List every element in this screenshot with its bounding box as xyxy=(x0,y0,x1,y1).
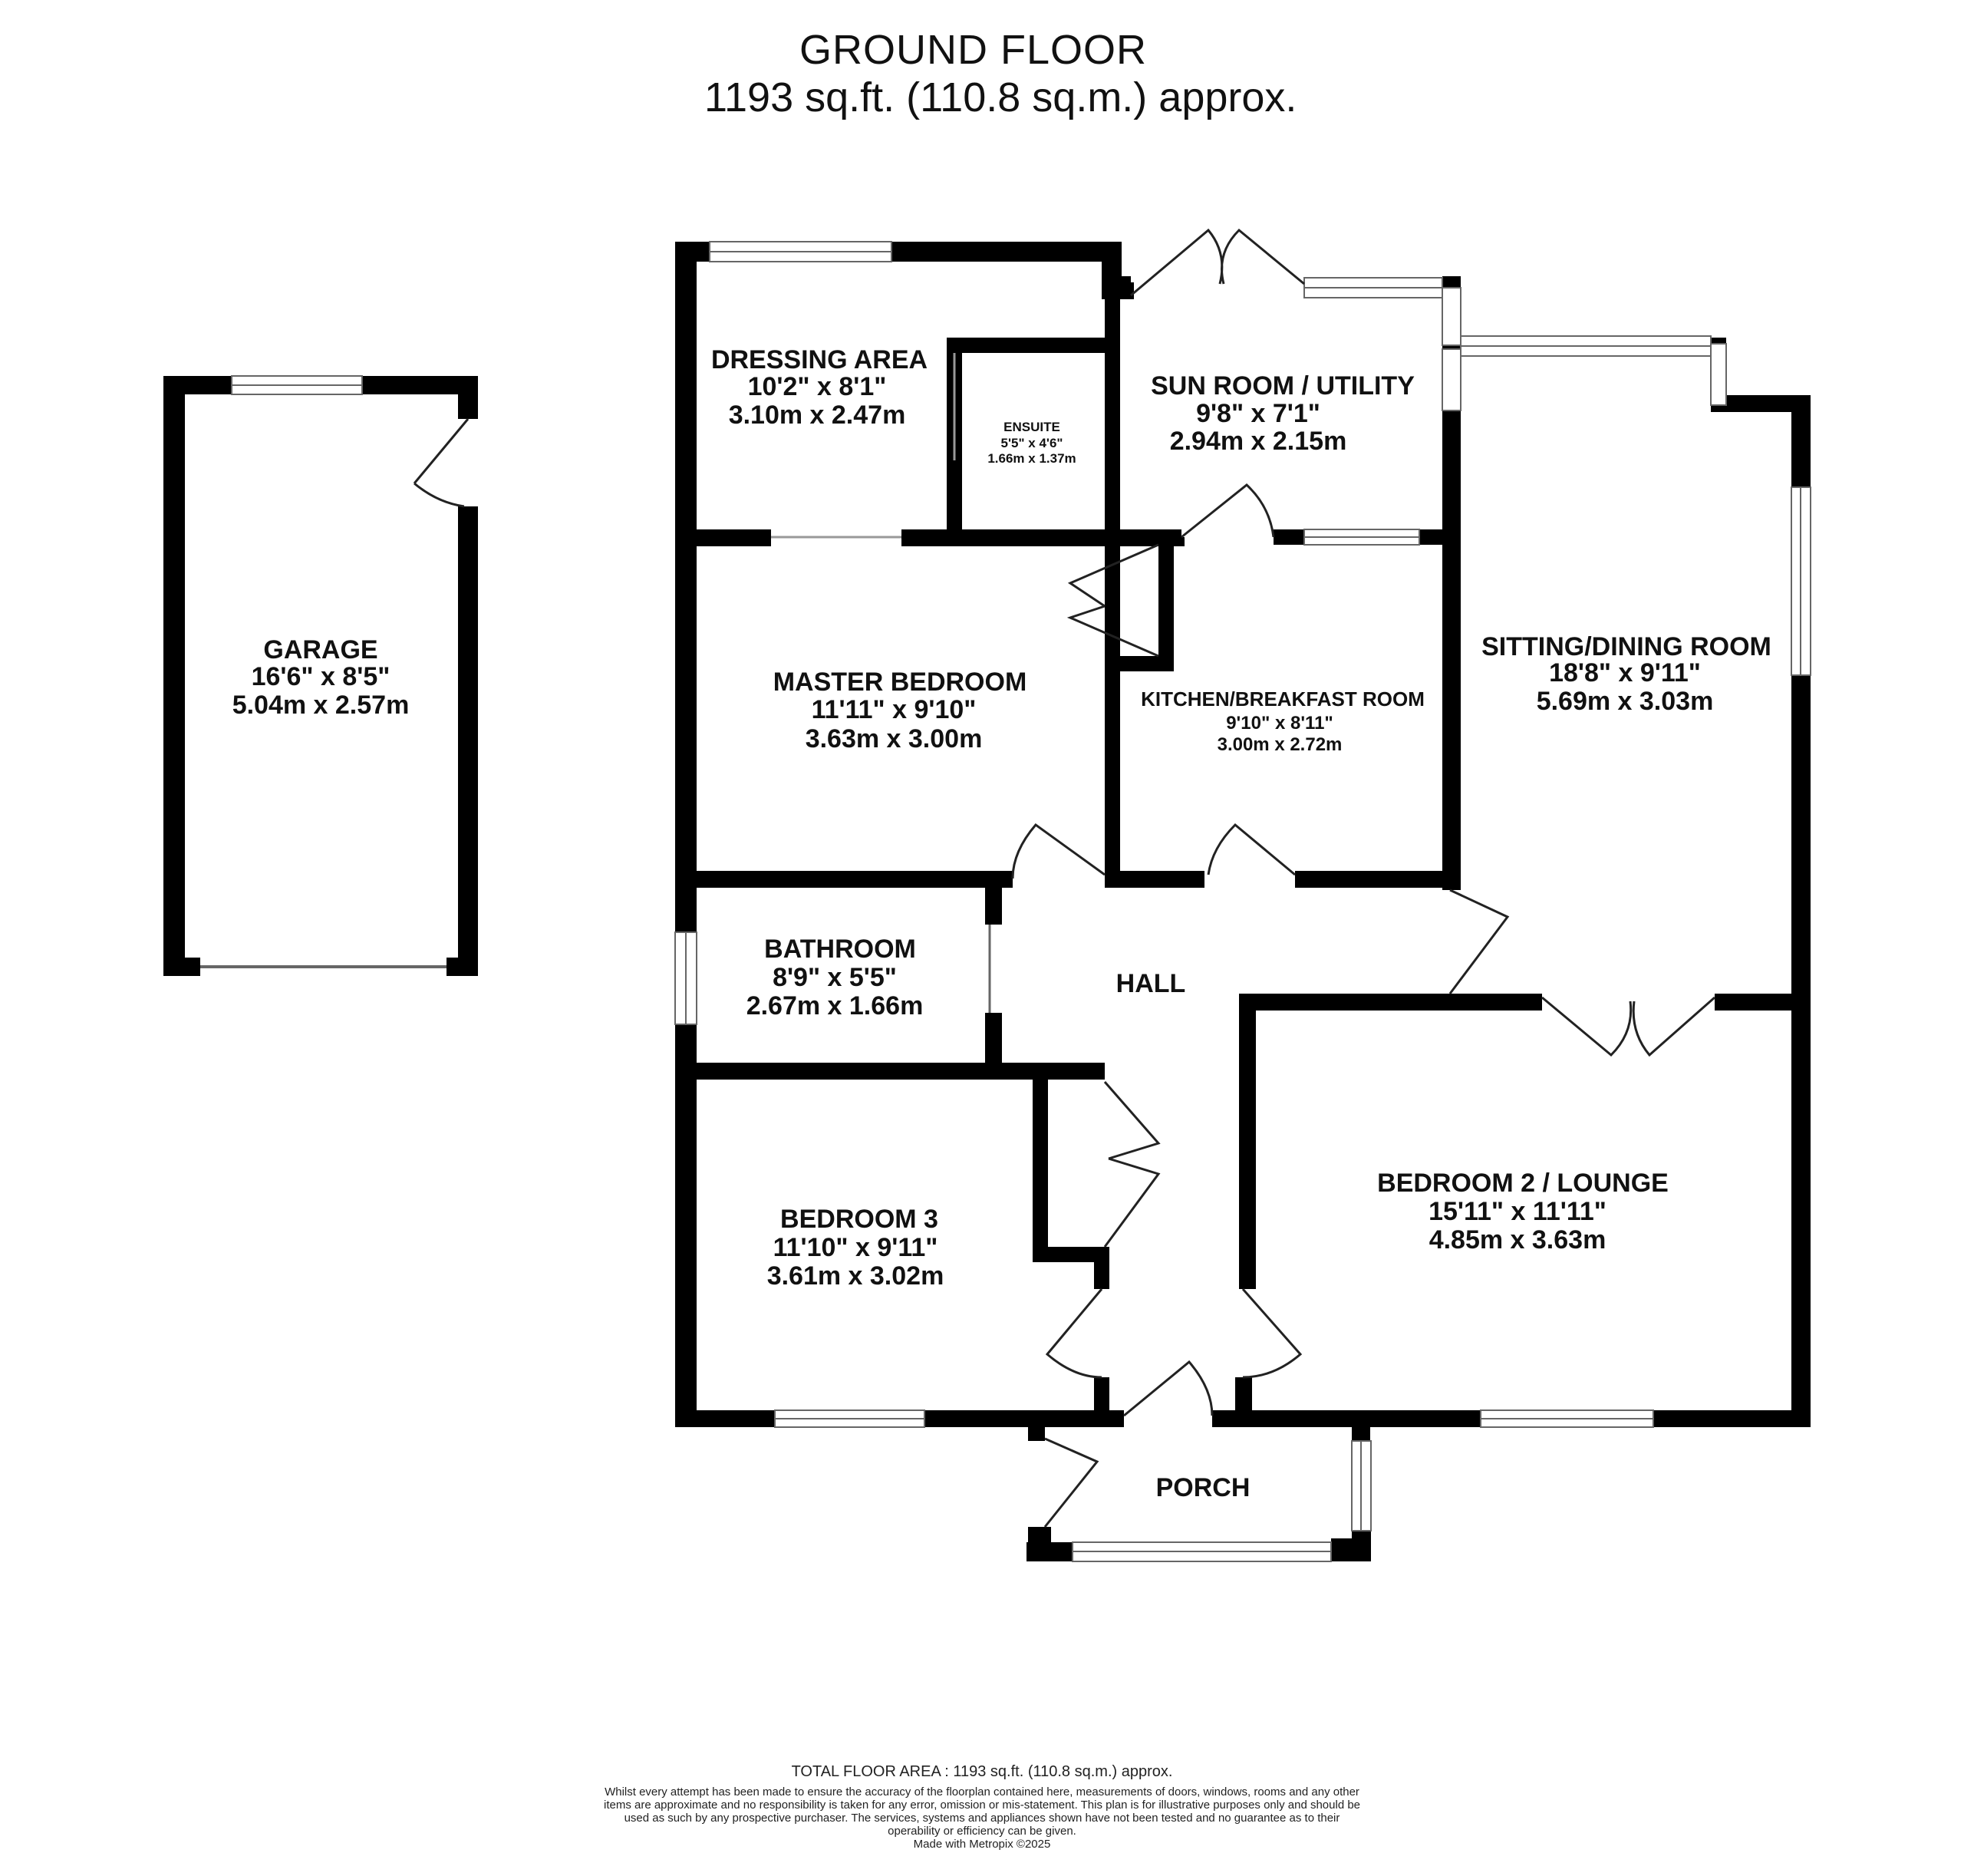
metropix-credit: Made with Metropix ©2025 xyxy=(913,1838,1051,1851)
room-name-sitting: SITTING/DINING ROOM xyxy=(1481,632,1771,661)
wall xyxy=(447,958,478,976)
floor-title: GROUND FLOOR xyxy=(799,27,1148,73)
wall xyxy=(1274,529,1304,545)
door xyxy=(1130,228,1305,297)
door xyxy=(1103,1081,1161,1248)
room-imperial-ensuite: 5'5" x 4'6" xyxy=(1001,436,1063,450)
wall xyxy=(1174,537,1185,546)
wall xyxy=(458,506,478,976)
door xyxy=(1011,823,1106,879)
wall xyxy=(163,958,200,976)
window xyxy=(1710,343,1727,406)
room-metric-bathroom: 2.67m x 1.66m xyxy=(746,991,924,1020)
doors xyxy=(200,228,1715,1528)
wall xyxy=(163,376,185,976)
wall xyxy=(675,871,1013,888)
walls xyxy=(163,242,1811,1561)
wall xyxy=(1105,656,1174,671)
room-metric-bedroom2: 4.85m x 3.63m xyxy=(1429,1225,1606,1255)
room-imperial-master: 11'11" x 9'10" xyxy=(812,695,977,724)
floorplan-header: GROUND FLOOR 1193 sq.ft. (110.8 sq.m.) a… xyxy=(0,23,1964,123)
disclaimer-text: Whilst every attempt has been made to en… xyxy=(603,1785,1361,1838)
room-name-porch: PORCH xyxy=(1156,1473,1251,1502)
wall xyxy=(1715,994,1811,1011)
room-name-master: MASTER BEDROOM xyxy=(773,668,1027,697)
wall xyxy=(1028,1410,1045,1441)
wall xyxy=(675,242,697,1427)
wall xyxy=(901,529,1181,546)
room-imperial-garage: 16'6" x 8'5" xyxy=(252,662,390,691)
wall xyxy=(1212,1410,1481,1427)
wall xyxy=(924,1410,1124,1427)
wall xyxy=(675,1410,775,1427)
wall xyxy=(1105,299,1120,541)
room-metric-sunroom: 2.94m x 2.15m xyxy=(1170,427,1347,456)
room-imperial-bedroom2: 15'11" x 11'11" xyxy=(1429,1197,1606,1226)
floor-area-subtitle: 1193 sq.ft. (110.8 sq.m.) approx. xyxy=(704,74,1297,120)
wall xyxy=(1711,395,1811,412)
door xyxy=(1541,996,1715,1057)
room-name-dressing: DRESSING AREA xyxy=(711,345,928,374)
room-name-kitchen: KITCHEN/BREAKFAST ROOM xyxy=(1141,687,1425,711)
room-metric-sitting: 5.69m x 3.03m xyxy=(1537,687,1714,716)
door xyxy=(1043,1437,1099,1528)
wall xyxy=(1033,1247,1109,1262)
wall xyxy=(1094,1247,1109,1289)
wall xyxy=(985,879,1002,925)
room-metric-garage: 5.04m x 2.57m xyxy=(232,691,410,720)
room-metric-master: 3.63m x 3.00m xyxy=(806,724,983,753)
wall xyxy=(1239,994,1256,1289)
door xyxy=(1448,889,1510,994)
wall xyxy=(1239,994,1542,1011)
room-labels: GARAGE 16'6" x 8'5" 5.04m x 2.57m DRESSI… xyxy=(232,345,1771,1502)
room-name-sunroom: SUN ROOM / UTILITY xyxy=(1151,371,1415,401)
windows xyxy=(231,241,1811,1562)
wall xyxy=(1026,1542,1073,1561)
door xyxy=(1123,1360,1214,1417)
wall xyxy=(1352,1410,1370,1441)
floorplan-footer: TOTAL FLOOR AREA : 1193 sq.ft. (110.8 sq… xyxy=(598,1763,1366,1851)
door xyxy=(413,418,470,508)
wall xyxy=(1105,529,1120,879)
wall xyxy=(675,529,771,546)
room-metric-kitchen: 3.00m x 2.72m xyxy=(1218,734,1343,755)
door xyxy=(1045,1288,1103,1379)
room-metric-ensuite: 1.66m x 1.37m xyxy=(987,451,1076,466)
room-imperial-kitchen: 9'10" x 8'11" xyxy=(1226,713,1333,734)
wall xyxy=(1295,871,1461,888)
room-imperial-sunroom: 9'8" x 7'1" xyxy=(1196,399,1320,428)
room-name-hall: HALL xyxy=(1116,969,1186,998)
room-imperial-bedroom3: 11'10" x 9'11" xyxy=(773,1233,938,1262)
room-imperial-dressing: 10'2" x 8'1" xyxy=(748,372,887,401)
window xyxy=(1442,348,1461,411)
room-name-bedroom3: BEDROOM 3 xyxy=(780,1205,938,1234)
wall xyxy=(1791,675,1811,1427)
room-name-bedroom2: BEDROOM 2 / LOUNGE xyxy=(1377,1169,1669,1198)
wall xyxy=(1791,395,1811,487)
room-name-bathroom: BATHROOM xyxy=(764,935,916,964)
door xyxy=(1066,543,1159,658)
door xyxy=(1207,823,1296,876)
room-name-garage: GARAGE xyxy=(263,635,377,664)
wall xyxy=(1105,871,1204,888)
total-floor-area: TOTAL FLOOR AREA : 1193 sq.ft. (110.8 sq… xyxy=(791,1763,1173,1780)
wall xyxy=(1105,276,1131,299)
wall xyxy=(947,338,1108,353)
room-metric-bedroom3: 3.61m x 3.02m xyxy=(767,1261,944,1291)
wall xyxy=(985,1013,1002,1074)
wall xyxy=(1653,1410,1811,1427)
room-metric-dressing: 3.10m x 2.47m xyxy=(729,401,906,430)
door xyxy=(1241,1288,1303,1379)
window xyxy=(1442,287,1461,346)
door xyxy=(1181,483,1275,539)
wall xyxy=(1158,529,1174,664)
wall xyxy=(675,1063,1105,1080)
wall xyxy=(1352,1531,1371,1561)
room-imperial-sitting: 18'8" x 9'11" xyxy=(1549,658,1701,687)
room-name-ensuite: ENSUITE xyxy=(1003,420,1060,434)
wall xyxy=(458,376,478,419)
room-imperial-bathroom: 8'9" x 5'5" xyxy=(773,963,897,992)
wall xyxy=(1033,1063,1048,1262)
